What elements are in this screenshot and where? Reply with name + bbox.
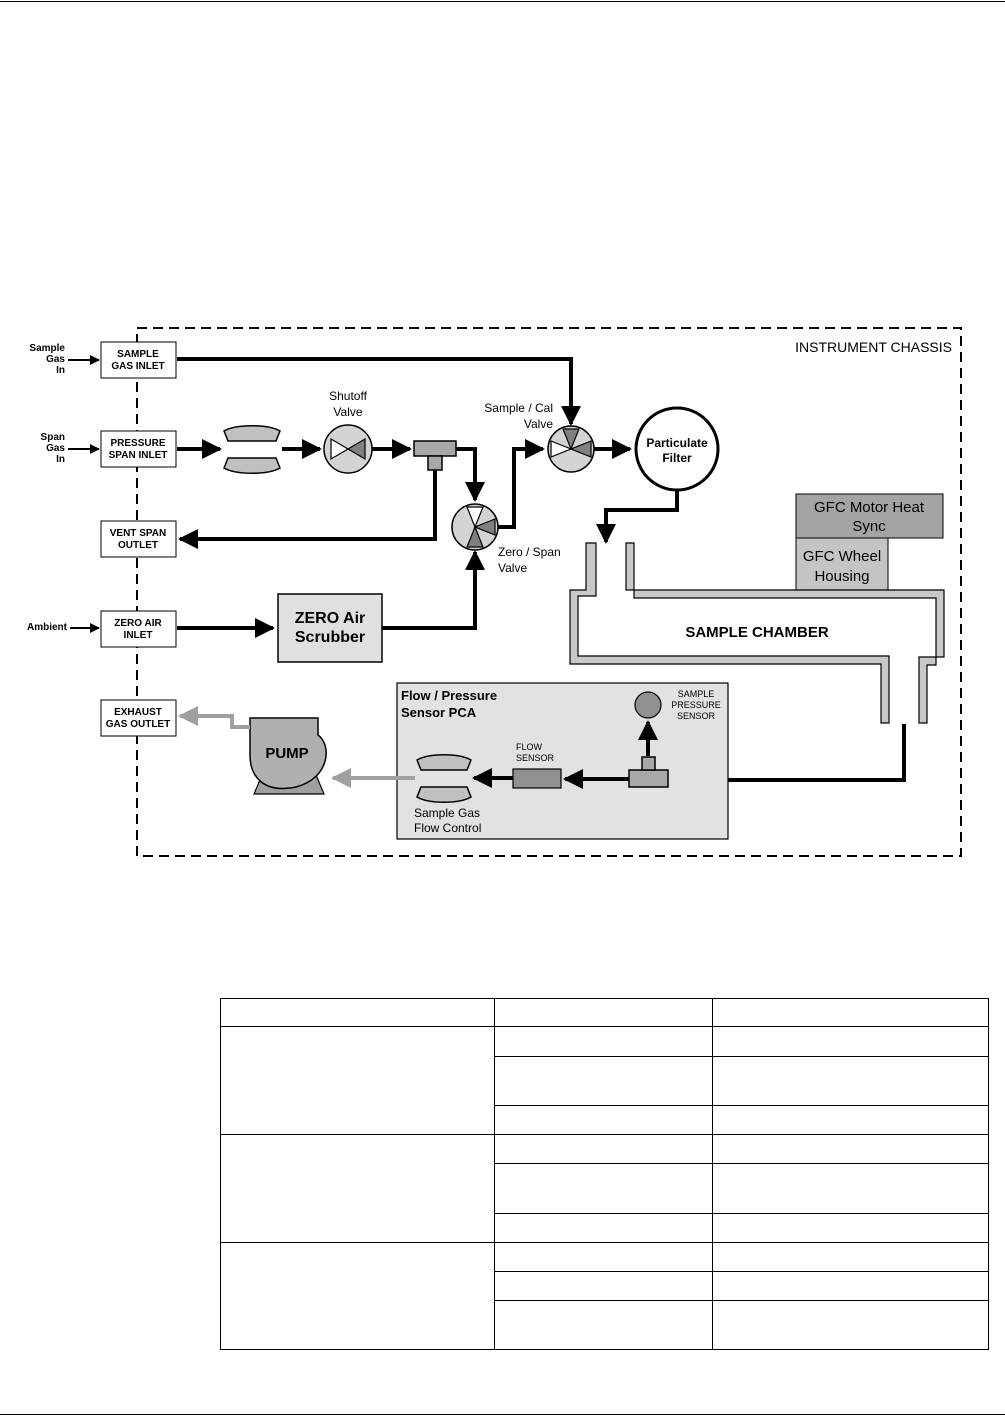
sample-pressure-sensor: SAMPLE PRESSURE SENSOR [634,689,721,721]
pressure-tee-fitting [628,756,669,788]
sample-gas-flow-control: Sample Gas Flow Control [414,754,481,835]
table-row [220,998,989,1027]
svg-text:Valve: Valve [333,405,362,419]
table-row [221,1163,989,1214]
pressure-span-inlet-port: PRESSURE SPAN INLET [100,430,177,468]
sample-gas-line [177,357,581,426]
table-row [220,1134,989,1243]
svg-text:EXHAUST: EXHAUST [114,707,162,718]
svg-text:GFC Motor Heat: GFC Motor Heat [814,499,925,516]
table-row [220,1242,989,1350]
particulate-filter: Particulate Filter [634,406,720,492]
svg-text:Sample: Sample [29,343,65,354]
svg-text:Valve: Valve [498,561,527,575]
data-table [220,998,989,1350]
svg-text:GAS OUTLET: GAS OUTLET [106,719,170,730]
svg-text:VENT SPAN: VENT SPAN [110,528,167,539]
table-row [221,1213,989,1243]
sample-cal-valve: Sample / Cal Valve [484,401,595,473]
svg-text:Gas: Gas [46,443,65,454]
exhaust-gas-outlet-port: EXHAUST GAS OUTLET [100,699,177,737]
zero-air-scrubber: ZERO Air Scrubber [277,593,383,663]
vent-span-outlet-port: VENT SPAN OUTLET [100,520,177,558]
pneumatic-diagram: INSTRUMENT CHASSIS Sample Gas In Span Ga… [27,327,962,857]
svg-text:SAMPLE CHAMBER: SAMPLE CHAMBER [685,624,829,641]
svg-text:PUMP: PUMP [265,745,308,762]
svg-text:SAMPLE: SAMPLE [117,349,159,360]
span-flow-restrictor [223,425,281,474]
svg-text:GAS INLET: GAS INLET [111,361,164,372]
svg-text:Flow Control: Flow Control [414,821,481,835]
svg-text:SPAN INLET: SPAN INLET [109,450,168,461]
svg-text:ZERO AIR: ZERO AIR [114,618,162,629]
zero-air-inlet-port: ZERO AIR INLET [100,610,177,648]
svg-text:Shutoff: Shutoff [329,389,367,403]
svg-text:In: In [56,454,65,465]
span-gas-in-label: Span Gas In [41,432,66,465]
svg-text:In: In [56,365,65,376]
shutoff-valve: Shutoff Valve [323,389,373,474]
table-row [221,1105,989,1135]
svg-text:Flow / Pressure: Flow / Pressure [401,688,497,703]
span-tee-fitting [413,440,457,471]
svg-text:PRESSURE: PRESSURE [671,700,721,710]
svg-text:Sync: Sync [852,518,886,535]
svg-text:INLET: INLET [124,630,153,641]
table-row [221,1300,989,1350]
svg-text:Filter: Filter [662,451,692,465]
sample-chamber: SAMPLE CHAMBER [569,542,945,724]
svg-text:FLOW: FLOW [516,742,543,752]
table-row [221,1271,989,1301]
top-rule [0,1,1005,2]
vent-span-line [178,470,437,549]
svg-text:OUTLET: OUTLET [118,540,158,551]
svg-text:Housing: Housing [814,568,869,585]
svg-text:SENSOR: SENSOR [516,753,555,763]
svg-text:SAMPLE: SAMPLE [678,689,715,699]
sample-gas-in-label: Sample Gas In [29,343,65,376]
svg-text:ZERO Air: ZERO Air [295,610,366,627]
table-row [221,1056,989,1106]
svg-text:GFC Wheel: GFC Wheel [803,548,881,565]
svg-text:Scrubber: Scrubber [295,629,365,646]
bottom-rule [0,1414,1005,1415]
gfc-wheel-housing: GFC Wheel Housing [795,537,889,591]
sample-gas-inlet-port: SAMPLE GAS INLET [100,341,177,379]
svg-text:Gas: Gas [46,354,65,365]
svg-text:SENSOR: SENSOR [677,711,716,721]
svg-text:Sample Gas: Sample Gas [414,806,480,820]
svg-text:Valve: Valve [524,417,553,431]
table-row [220,1026,989,1135]
pump: PUMP [249,717,327,795]
svg-text:Sensor PCA: Sensor PCA [401,705,477,720]
zero-span-valve: Zero / Span Valve [451,503,561,575]
instrument-chassis [136,327,962,857]
svg-text:Particulate: Particulate [646,436,708,450]
svg-text:Sample / Cal: Sample / Cal [484,401,553,415]
svg-text:Zero / Span: Zero / Span [498,545,561,559]
svg-text:Span: Span [41,432,65,443]
chassis-label: INSTRUMENT CHASSIS [795,339,952,355]
gfc-motor-heat-sync: GFC Motor Heat Sync [795,493,944,539]
svg-text:PRESSURE: PRESSURE [110,438,165,449]
ambient-label: Ambient [27,622,68,633]
